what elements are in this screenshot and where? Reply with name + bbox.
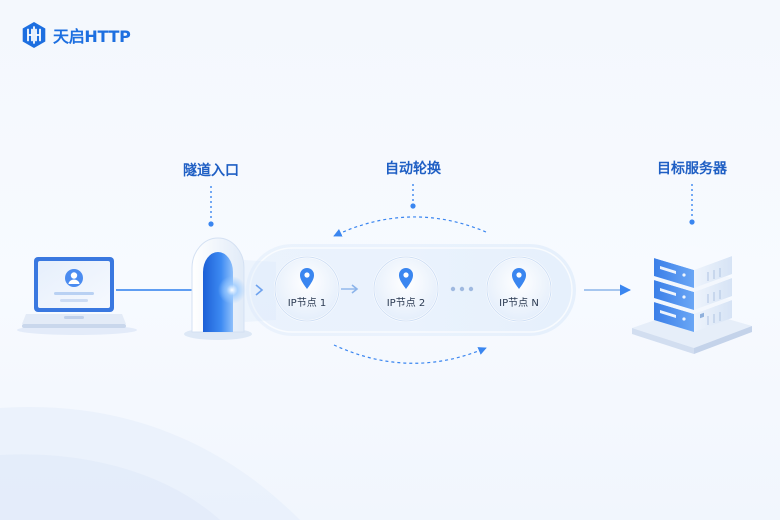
- background-wave-2: [0, 454, 220, 520]
- location-pin-icon: [512, 268, 526, 289]
- auto-rotation-label: 自动轮换: [385, 161, 441, 177]
- ip-node-2-label: IP节点 2: [386, 298, 426, 309]
- location-pin-icon: [399, 268, 413, 289]
- node-arrow-1-2: [351, 284, 359, 294]
- ip-node-n-label: IP节点 N: [499, 298, 539, 309]
- laptop-icon: [17, 257, 137, 335]
- tunnel-arrow: [255, 284, 264, 296]
- brand-name: 天启HTTP: [53, 27, 131, 46]
- rotation-arc-top: [333, 216, 487, 237]
- ellipsis-dots: [450, 286, 474, 292]
- target-server-label: 目标服务器: [657, 161, 727, 177]
- server-icon: [632, 246, 752, 354]
- location-pin-icon: [300, 268, 314, 289]
- brand-logo: 天启HTTP: [20, 21, 131, 49]
- ip-node-1-label: IP节点 1: [287, 298, 327, 309]
- tunnel-entrance-label: 隧道入口: [183, 163, 239, 179]
- logo-icon: [22, 22, 46, 48]
- tunnel-icon: [184, 237, 276, 340]
- rotation-arc-bottom: [333, 344, 487, 364]
